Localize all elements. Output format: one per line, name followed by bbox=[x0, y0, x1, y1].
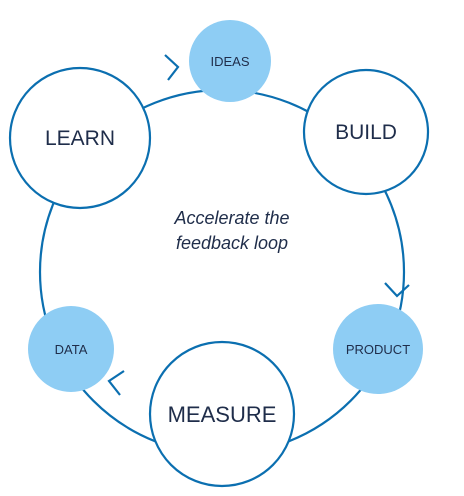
arrowhead-learn-to-ideas bbox=[164, 54, 180, 81]
node-product-label: PRODUCT bbox=[346, 342, 410, 357]
center-caption-line-2: feedback loop bbox=[176, 233, 288, 253]
arrowhead-build-to-product bbox=[384, 282, 410, 298]
node-learn-label: LEARN bbox=[45, 127, 115, 150]
arrowhead-measure-to-data bbox=[107, 370, 125, 396]
node-learn: LEARN bbox=[8, 66, 152, 210]
node-ideas: IDEAS bbox=[189, 20, 271, 102]
node-build-label: BUILD bbox=[335, 121, 397, 144]
node-data: DATA bbox=[28, 306, 114, 392]
node-data-label: DATA bbox=[55, 342, 88, 357]
node-measure-label: MEASURE bbox=[168, 402, 277, 427]
node-build: BUILD bbox=[302, 68, 430, 196]
center-caption-line-1: Accelerate the bbox=[173, 208, 289, 228]
node-ideas-label: IDEAS bbox=[210, 54, 249, 69]
node-product: PRODUCT bbox=[333, 304, 423, 394]
node-measure: MEASURE bbox=[148, 340, 296, 488]
